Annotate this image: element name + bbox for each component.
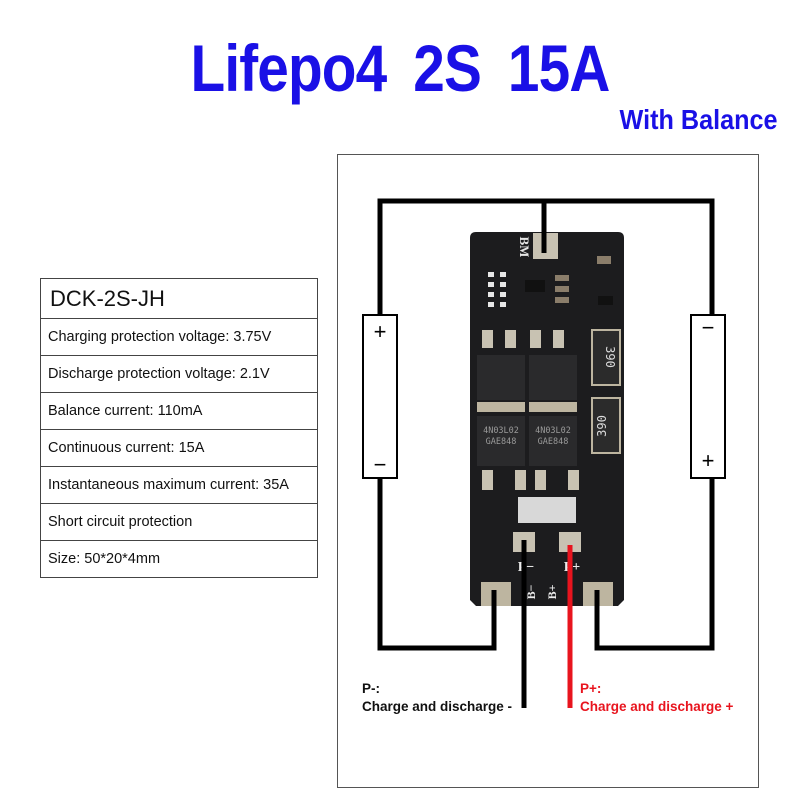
diagram-frame xyxy=(337,154,759,788)
p-minus-title: P-: xyxy=(362,681,380,696)
spec-table: DCK-2S-JH Charging protection voltage: 3… xyxy=(40,278,318,578)
protection-ic-area xyxy=(518,497,576,523)
page-subtitle: With Balance xyxy=(619,104,778,135)
cell-left-top-terminal: + xyxy=(374,319,387,344)
shunt-resistors: 390 390 xyxy=(591,329,621,454)
spec-row: Size: 50*20*4mm xyxy=(41,541,317,578)
mosfet-marking: GAE848 xyxy=(538,437,569,447)
p-minus-desc: Charge and discharge - xyxy=(362,699,513,714)
bms-board: BM 4N03L02 GAE848 4N0 xyxy=(470,232,624,650)
page-title: Lifepo4 2S 15A xyxy=(190,31,611,105)
resistor-marking: 390 xyxy=(595,415,609,437)
battery-cell-left: + − xyxy=(362,314,398,479)
p-plus-desc: Charge and discharge + xyxy=(580,699,734,714)
spec-model: DCK-2S-JH xyxy=(41,279,317,319)
mosfet-leads-top xyxy=(482,330,564,348)
pad-b-plus-label: B+ xyxy=(545,584,559,599)
spec-row: Discharge protection voltage: 2.1V xyxy=(41,356,317,393)
mosfet-array: 4N03L02 GAE848 4N03L02 GAE848 xyxy=(477,355,577,466)
pad-b-minus-label: B− xyxy=(524,584,538,599)
smd-components-top xyxy=(488,256,613,307)
resistor-marking: 390 xyxy=(603,346,617,368)
spec-row: Continuous current: 15A xyxy=(41,430,317,467)
cell-right-bottom-terminal: + xyxy=(702,448,715,473)
spec-row: Short circuit protection xyxy=(41,504,317,541)
spec-row: Instantaneous maximum current: 35A xyxy=(41,467,317,504)
cell-right-top-terminal: − xyxy=(702,315,715,340)
battery-cell-right: − + xyxy=(690,314,726,479)
p-plus-label: P+: Charge and discharge + xyxy=(580,680,733,716)
mosfet-marking: GAE848 xyxy=(486,437,517,447)
mosfet-leads-bottom xyxy=(482,470,579,490)
p-minus-label: P-: Charge and discharge - xyxy=(362,680,512,716)
mosfet-marking: 4N03L02 xyxy=(535,426,571,436)
p-plus-title: P+: xyxy=(580,681,602,696)
spec-row: Balance current: 110mA xyxy=(41,393,317,430)
brand-silkscreen: BM xyxy=(517,237,532,258)
pad-p-plus xyxy=(559,532,581,552)
mosfet-marking: 4N03L02 xyxy=(483,426,519,436)
spec-row: Charging protection voltage: 3.75V xyxy=(41,319,317,356)
cell-left-bottom-terminal: − xyxy=(374,452,387,477)
